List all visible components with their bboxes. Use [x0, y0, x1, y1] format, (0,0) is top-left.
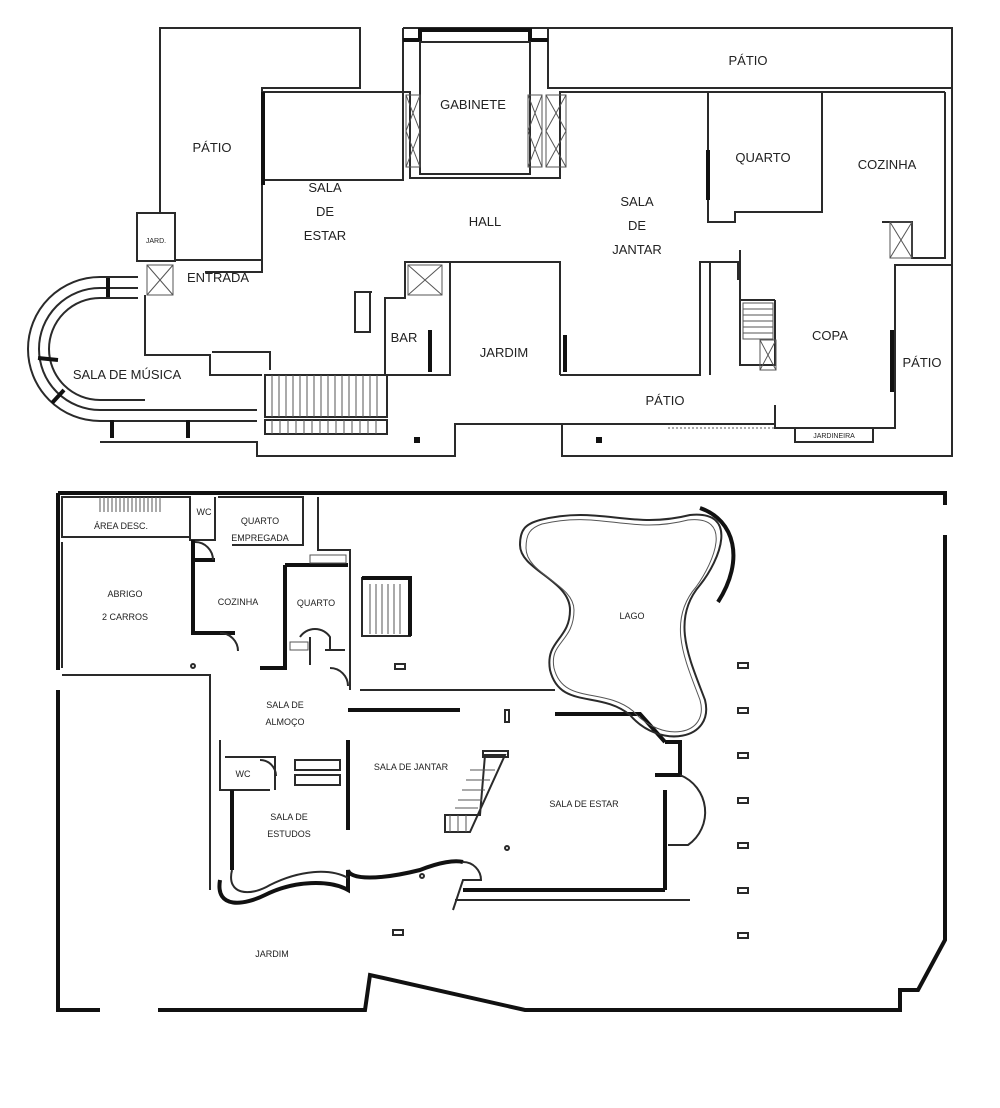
label-sala-jantar-3: JANTAR [612, 242, 662, 257]
label-wc-top: WC [197, 507, 212, 517]
plan1-outline-main [100, 27, 953, 457]
plan2-labels: ÁREA DESC. WC QUARTO EMPREGADA ABRIGO 2 … [94, 507, 645, 959]
lago-outline [518, 513, 723, 738]
lower-floor-plan [56, 491, 947, 1012]
label-wc-mid: WC [236, 769, 251, 779]
main-stair [264, 374, 388, 418]
label-sala-jantar-2: DE [628, 218, 646, 233]
label-jardineira: JARDINEIRA [813, 433, 855, 440]
label-patio-right: PÁTIO [902, 355, 941, 370]
label-sala-estudos-1: SALA DE [270, 812, 308, 822]
label-sala-estar-1: SALA [308, 180, 342, 195]
label-cozinha2: COZINHA [218, 597, 259, 607]
plan2-outline [58, 491, 947, 505]
label-entrada: ENTRADA [187, 270, 249, 285]
label-hall: HALL [469, 214, 502, 229]
label-patio-top: PÁTIO [728, 53, 767, 68]
label-abrigo-2: 2 CARROS [102, 612, 148, 622]
label-area-desc: ÁREA DESC. [94, 521, 148, 531]
label-quarto-empregada-2: EMPREGADA [231, 533, 289, 543]
jardineira-box [794, 427, 874, 443]
label-sala-estudos-2: ESTUDOS [267, 829, 311, 839]
label-jardim: JARDIM [480, 345, 528, 360]
area-desc [61, 496, 191, 538]
label-sala-almoco-1: SALA DE [266, 700, 304, 710]
label-quarto: QUARTO [735, 150, 790, 165]
label-copa: COPA [812, 328, 848, 343]
upper-floor-plan [27, 27, 953, 457]
label-sala-estar-3: ESTAR [304, 228, 346, 243]
label-sala-musica: SALA DE MÚSICA [73, 367, 182, 382]
label-sala-jantar-1: SALA [620, 194, 654, 209]
label-sala-estar2: SALA DE ESTAR [549, 799, 619, 809]
label-sala-estar-2: DE [316, 204, 334, 219]
label-sala-almoco-2: ALMOÇO [265, 717, 304, 727]
plan1-labels: PÁTIO PÁTIO GABINETE SALA DE ESTAR HALL … [73, 53, 942, 440]
label-jardim2: JARDIM [255, 949, 289, 959]
label-cozinha: COZINHA [858, 157, 917, 172]
label-patio-bottom: PÁTIO [645, 393, 684, 408]
label-quarto-empregada-1: QUARTO [241, 516, 279, 526]
label-gabinete: GABINETE [440, 97, 506, 112]
plan1-outline [159, 27, 361, 261]
label-jard: JARD. [146, 238, 166, 245]
label-quarto2: QUARTO [297, 598, 335, 608]
label-abrigo-1: ABRIGO [107, 589, 142, 599]
label-sala-jantar2: SALA DE JANTAR [374, 762, 449, 772]
label-bar: BAR [391, 330, 418, 345]
label-lago: LAGO [619, 611, 644, 621]
label-patio-left: PÁTIO [192, 140, 231, 155]
